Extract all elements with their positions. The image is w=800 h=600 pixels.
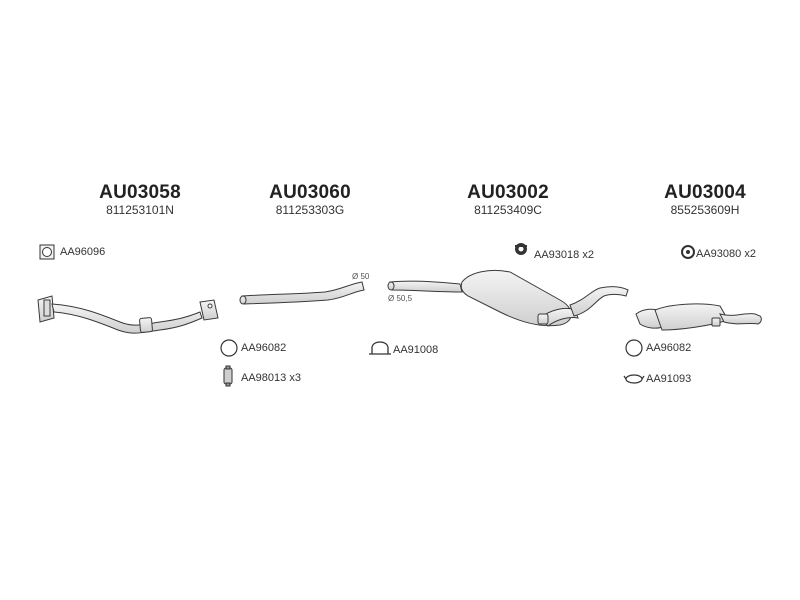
part-code: AU03060 <box>269 182 351 203</box>
accessory-label-o-ring: AA96082 <box>241 342 287 354</box>
assembly-AU03060: AU03060 811253303G <box>250 182 370 218</box>
assembly-AU03002: AU03002 811253409C <box>448 182 568 218</box>
accessory-label-clamp: AA91008 <box>393 344 439 356</box>
assembly-AU03058: AU03058 811253101N <box>80 182 200 218</box>
part-code: AU03058 <box>99 182 181 203</box>
accessory-label-ring-clamp: AA93080 x2 <box>696 248 756 260</box>
oem-code: 855253609H <box>670 203 740 217</box>
accessory-label-hanger: AA93018 x2 <box>534 249 594 261</box>
ring-clamp-icon <box>681 245 695 259</box>
accessory-label-band-clamp: AA91093 <box>646 373 692 385</box>
part-code: AU03002 <box>467 182 549 203</box>
o-ring-icon-2 <box>625 339 643 357</box>
band-clamp-icon <box>623 374 645 384</box>
front-pipe-AU03058 <box>37 295 219 334</box>
oem-code: 811253101N <box>106 203 174 217</box>
accessory-label-o-ring-2: AA96082 <box>646 342 692 354</box>
rubber-hanger-icon <box>515 243 527 255</box>
rear-silencer-AU03004 <box>635 303 762 331</box>
part-code: AU03004 <box>664 182 746 203</box>
u-clamp-icon <box>369 341 391 355</box>
flange-gasket-icon <box>39 244 55 260</box>
accessory-label-mount: AA98013 x3 <box>241 372 301 384</box>
oem-code: 811253303G <box>275 203 345 217</box>
middle-silencer-AU03002 <box>387 269 629 327</box>
o-ring-icon <box>220 339 238 357</box>
assembly-AU03004: AU03004 855253609H <box>645 182 765 218</box>
accessory-label-gasket: AA96096 <box>60 246 106 258</box>
diameter-label-50: Ø 50 <box>352 272 370 281</box>
middle-pipe-AU03060 <box>239 281 365 305</box>
oem-code: 811253409C <box>474 203 542 217</box>
rubber-mount-icon <box>223 365 233 387</box>
diameter-label-50-5: Ø 50,5 <box>388 294 413 303</box>
